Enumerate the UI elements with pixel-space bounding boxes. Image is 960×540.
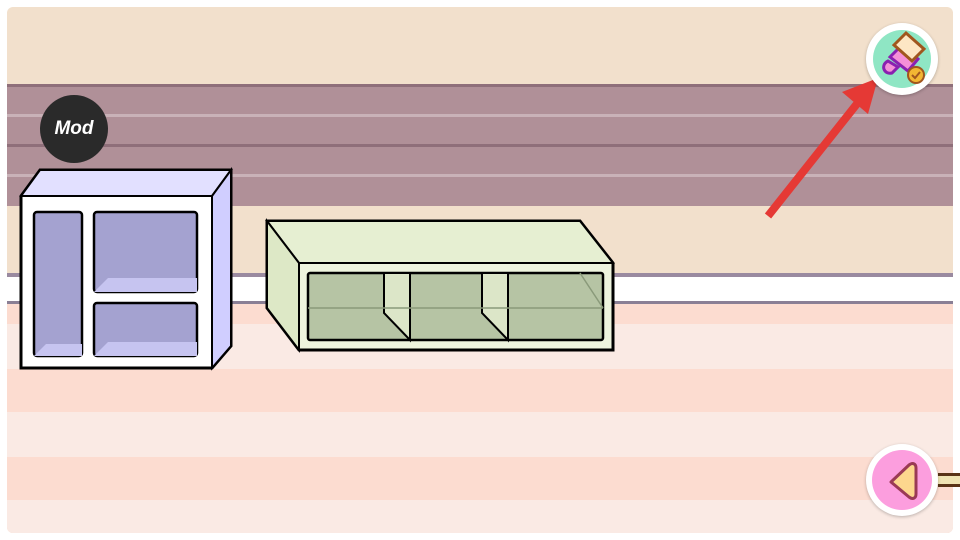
hint-arrow-icon — [764, 78, 878, 219]
mod-badge[interactable]: Mod — [40, 95, 108, 163]
paint-button[interactable] — [866, 23, 938, 95]
green-low-shelf[interactable] — [264, 218, 618, 354]
paintbrush-check-icon — [873, 30, 931, 88]
rail-decoration — [938, 473, 960, 487]
triangle-left-icon — [872, 450, 932, 510]
purple-cubby-shelf[interactable] — [18, 166, 238, 372]
back-button[interactable] — [866, 444, 938, 516]
